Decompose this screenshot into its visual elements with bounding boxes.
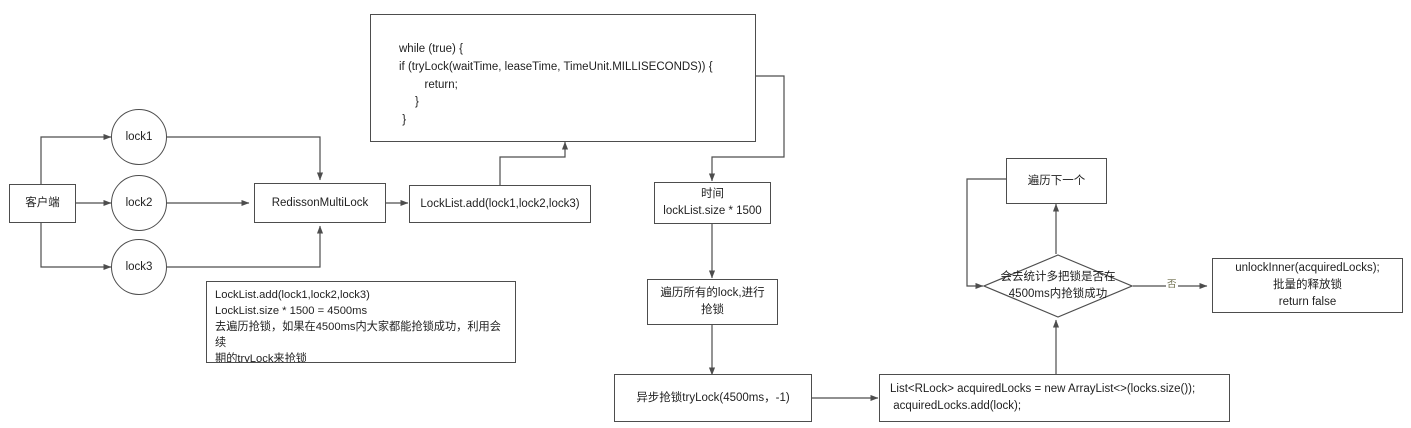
node-traverse-next-label: 遍历下一个 — [1027, 174, 1086, 187]
node-unlock-inner[interactable]: unlockInner(acquiredLocks); 批量的释放锁 retur… — [1212, 258, 1403, 313]
node-time-box[interactable]: 时间 lockList.size * 1500 — [654, 182, 771, 224]
node-lock-list-add[interactable]: LockList.add(lock1,lock2,lock3) — [409, 185, 591, 223]
node-traverse-next[interactable]: 遍历下一个 — [1006, 158, 1107, 204]
node-lock1[interactable]: lock1 — [111, 109, 167, 165]
node-lock1-label: lock1 — [125, 130, 153, 143]
edge-lock3-to-multilock — [167, 225, 324, 268]
edge-client-to-lock1 — [40, 133, 112, 186]
decision-diamond-shape — [983, 254, 1133, 318]
node-explanation-note-text: LockList.add(lock1,lock2,lock3) LockList… — [215, 289, 501, 363]
node-decision-lock-success[interactable]: 会去统计多把锁是否在 4500ms内抢锁成功 — [983, 254, 1133, 318]
node-async-trylock[interactable]: 异步抢锁tryLock(4500ms，-1) — [614, 374, 812, 422]
node-traverse-all-locks[interactable]: 遍历所有的lock,进行 抢锁 — [647, 279, 778, 325]
node-acquired-locks-code-text: List<RLock> acquiredLocks = new ArrayLis… — [890, 383, 1196, 412]
node-code-block[interactable]: while (true) { if (tryLock(waitTime, lea… — [370, 14, 756, 142]
node-client[interactable]: 客户端 — [9, 184, 76, 223]
node-async-trylock-label: 异步抢锁tryLock(4500ms，-1) — [636, 391, 790, 404]
node-decision-label: 会去统计多把锁是否在 4500ms内抢锁成功 — [1000, 270, 1116, 300]
node-unlock-inner-label: unlockInner(acquiredLocks); 批量的释放锁 retur… — [1235, 262, 1380, 308]
node-acquired-locks-code[interactable]: List<RLock> acquiredLocks = new ArrayLis… — [879, 374, 1230, 422]
node-lock2-label: lock2 — [125, 196, 153, 209]
node-lock3-label: lock3 — [125, 260, 153, 273]
edge-locklistadd-to-codeblock — [499, 141, 569, 185]
node-redisson-multi-lock[interactable]: RedissonMultiLock — [254, 183, 386, 223]
node-time-box-label: 时间 lockList.size * 1500 — [663, 188, 762, 217]
node-code-block-text: while (true) { if (tryLock(waitTime, lea… — [399, 43, 713, 127]
edge-client-to-lock3 — [40, 221, 112, 271]
edge-lock1-to-multilock — [167, 136, 324, 181]
node-lock2[interactable]: lock2 — [111, 175, 167, 231]
node-lock-list-add-label: LockList.add(lock1,lock2,lock3) — [420, 197, 580, 210]
edge-label-decision-no: 否 — [1166, 279, 1178, 290]
node-traverse-all-locks-label: 遍历所有的lock,进行 抢锁 — [660, 287, 765, 316]
node-client-label: 客户端 — [25, 197, 60, 210]
node-explanation-note[interactable]: LockList.add(lock1,lock2,lock3) LockList… — [206, 281, 516, 363]
node-lock3[interactable]: lock3 — [111, 239, 167, 295]
node-redisson-multi-lock-label: RedissonMultiLock — [271, 196, 369, 209]
